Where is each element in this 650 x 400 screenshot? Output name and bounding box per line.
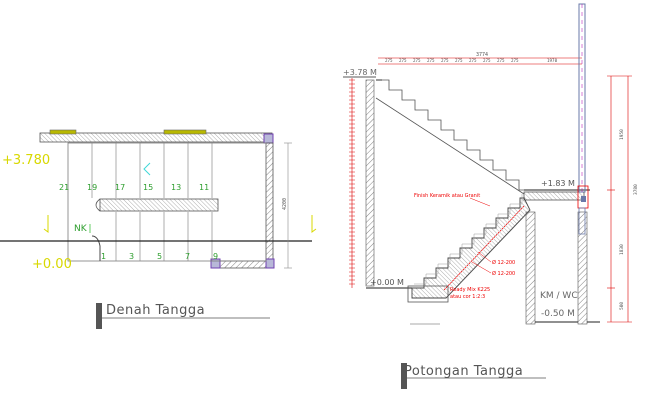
step-number: 15 <box>143 183 153 192</box>
plan-bottom-right-column <box>265 258 275 269</box>
step-number: 17 <box>115 183 125 192</box>
plan-right-wall <box>265 142 274 262</box>
plan-lower-step-numbers: 1 3 5 7 9 <box>101 252 218 261</box>
step-number: 19 <box>87 183 97 192</box>
step-number: 21 <box>59 183 69 192</box>
section-railing-post <box>578 3 586 193</box>
plan-dim-right: 4200 <box>282 198 288 210</box>
section-left-ruler-ticks <box>349 79 355 285</box>
stair-plan: +3.780 +0.00 NK 4200 21 19 17 15 13 11 1… <box>0 129 317 329</box>
plan-title-bar <box>96 303 102 329</box>
top-dim: 275 <box>511 58 519 63</box>
plan-bottom-corner-column <box>210 258 221 269</box>
section-railing-joint-inner <box>581 196 586 202</box>
step-number: 9 <box>213 252 218 261</box>
section-title: Potongan Tangga <box>404 364 523 379</box>
section-left-wall <box>365 79 375 287</box>
step-number: 13 <box>171 183 181 192</box>
section-landing-slab <box>523 191 585 201</box>
top-dim: 275 <box>399 58 407 63</box>
top-dim: 275 <box>455 58 463 63</box>
plan-direction-arrow <box>143 162 151 176</box>
plan-top-window-left <box>49 129 77 135</box>
plan-top-wall <box>39 132 273 143</box>
upper-flight-steps <box>376 79 524 191</box>
plan-level-top: +3.780 <box>2 153 50 168</box>
section-note-rebar2-leader <box>471 261 492 274</box>
section-lower-soffit <box>445 209 531 299</box>
plan-section-marker-left <box>43 215 49 233</box>
section-footing <box>407 285 449 303</box>
plan-stair-boundary <box>67 142 267 262</box>
plan-bottom-wall <box>217 260 269 269</box>
section-note-finish-leader <box>469 197 491 207</box>
section-room-label: KM / WC <box>540 291 578 301</box>
section-lower-flight <box>411 194 531 299</box>
top-dim: 275 <box>385 58 393 63</box>
section-top-dims: 275 275 275 275 275 275 275 275 275 275 … <box>385 58 558 63</box>
plan-nk-label: NK <box>74 224 88 234</box>
section-level-ground: +0.00 M <box>370 278 404 287</box>
section-right-dim-2: 3780 <box>633 184 639 195</box>
section-right-dim-1: 1950 <box>619 129 625 140</box>
section-upper-flight <box>376 79 524 191</box>
step-number: 11 <box>199 183 209 192</box>
section-right-dim-4: 500 <box>619 302 625 310</box>
section-note-rebar2: Ø 12-200 <box>492 270 515 277</box>
section-rebar-red <box>443 205 525 291</box>
plan-upper-treads <box>91 143 213 198</box>
plan-top-corner-column <box>263 133 274 144</box>
plan-level-bottom: +0.00 <box>32 257 72 272</box>
step-number: 7 <box>185 252 190 261</box>
section-level-landing: +1.83 M <box>541 179 575 188</box>
section-right-post-lower <box>578 207 586 235</box>
top-dim: 275 <box>441 58 449 63</box>
section-top-total-dim: 3774 <box>476 52 488 58</box>
section-upper-soffit <box>375 97 525 195</box>
plan-section-marker-right <box>311 215 317 233</box>
top-dim: 275 <box>483 58 491 63</box>
top-dim: 275 <box>413 58 421 63</box>
plan-upper-step-numbers: 21 19 17 15 13 11 <box>59 183 209 192</box>
stair-section: 3774 275 275 275 275 275 275 275 275 275… <box>343 3 639 389</box>
step-number: 5 <box>157 252 162 261</box>
lower-flight-steps <box>411 197 531 299</box>
section-note-mortar: atau cor 1:2:3 <box>450 294 485 300</box>
step-number: 3 <box>129 252 134 261</box>
section-right-dim-ticks <box>607 75 632 323</box>
section-room-level: -0.50 M <box>541 309 575 319</box>
plan-center-rail <box>99 198 219 212</box>
top-dim: 275 <box>427 58 435 63</box>
plan-lower-treads <box>115 212 213 261</box>
top-dim: 1970 <box>547 58 558 63</box>
plan-starting-step <box>91 235 101 261</box>
section-note-rebar1: Ø 12-200 <box>492 259 515 266</box>
section-note-concrete: Ready Mix K225 <box>450 287 490 293</box>
step-number: 1 <box>101 252 106 261</box>
section-right-dim-3: 1830 <box>619 244 625 255</box>
section-wc-left-wall <box>525 211 536 325</box>
section-wc-right-wall <box>577 211 588 325</box>
lower-flight-finish <box>414 194 523 285</box>
section-level-top: +3.78 M <box>343 68 377 77</box>
plan-title: Denah Tangga <box>106 303 205 318</box>
section-note-finish: Finish Keramik atau Granit <box>414 193 480 199</box>
section-title-bar <box>401 363 407 389</box>
top-dim: 275 <box>469 58 477 63</box>
top-dim: 275 <box>497 58 505 63</box>
section-note-rebar1-leader <box>477 251 492 263</box>
plan-top-window-right <box>163 129 207 135</box>
plan-rail-curve <box>95 198 101 212</box>
